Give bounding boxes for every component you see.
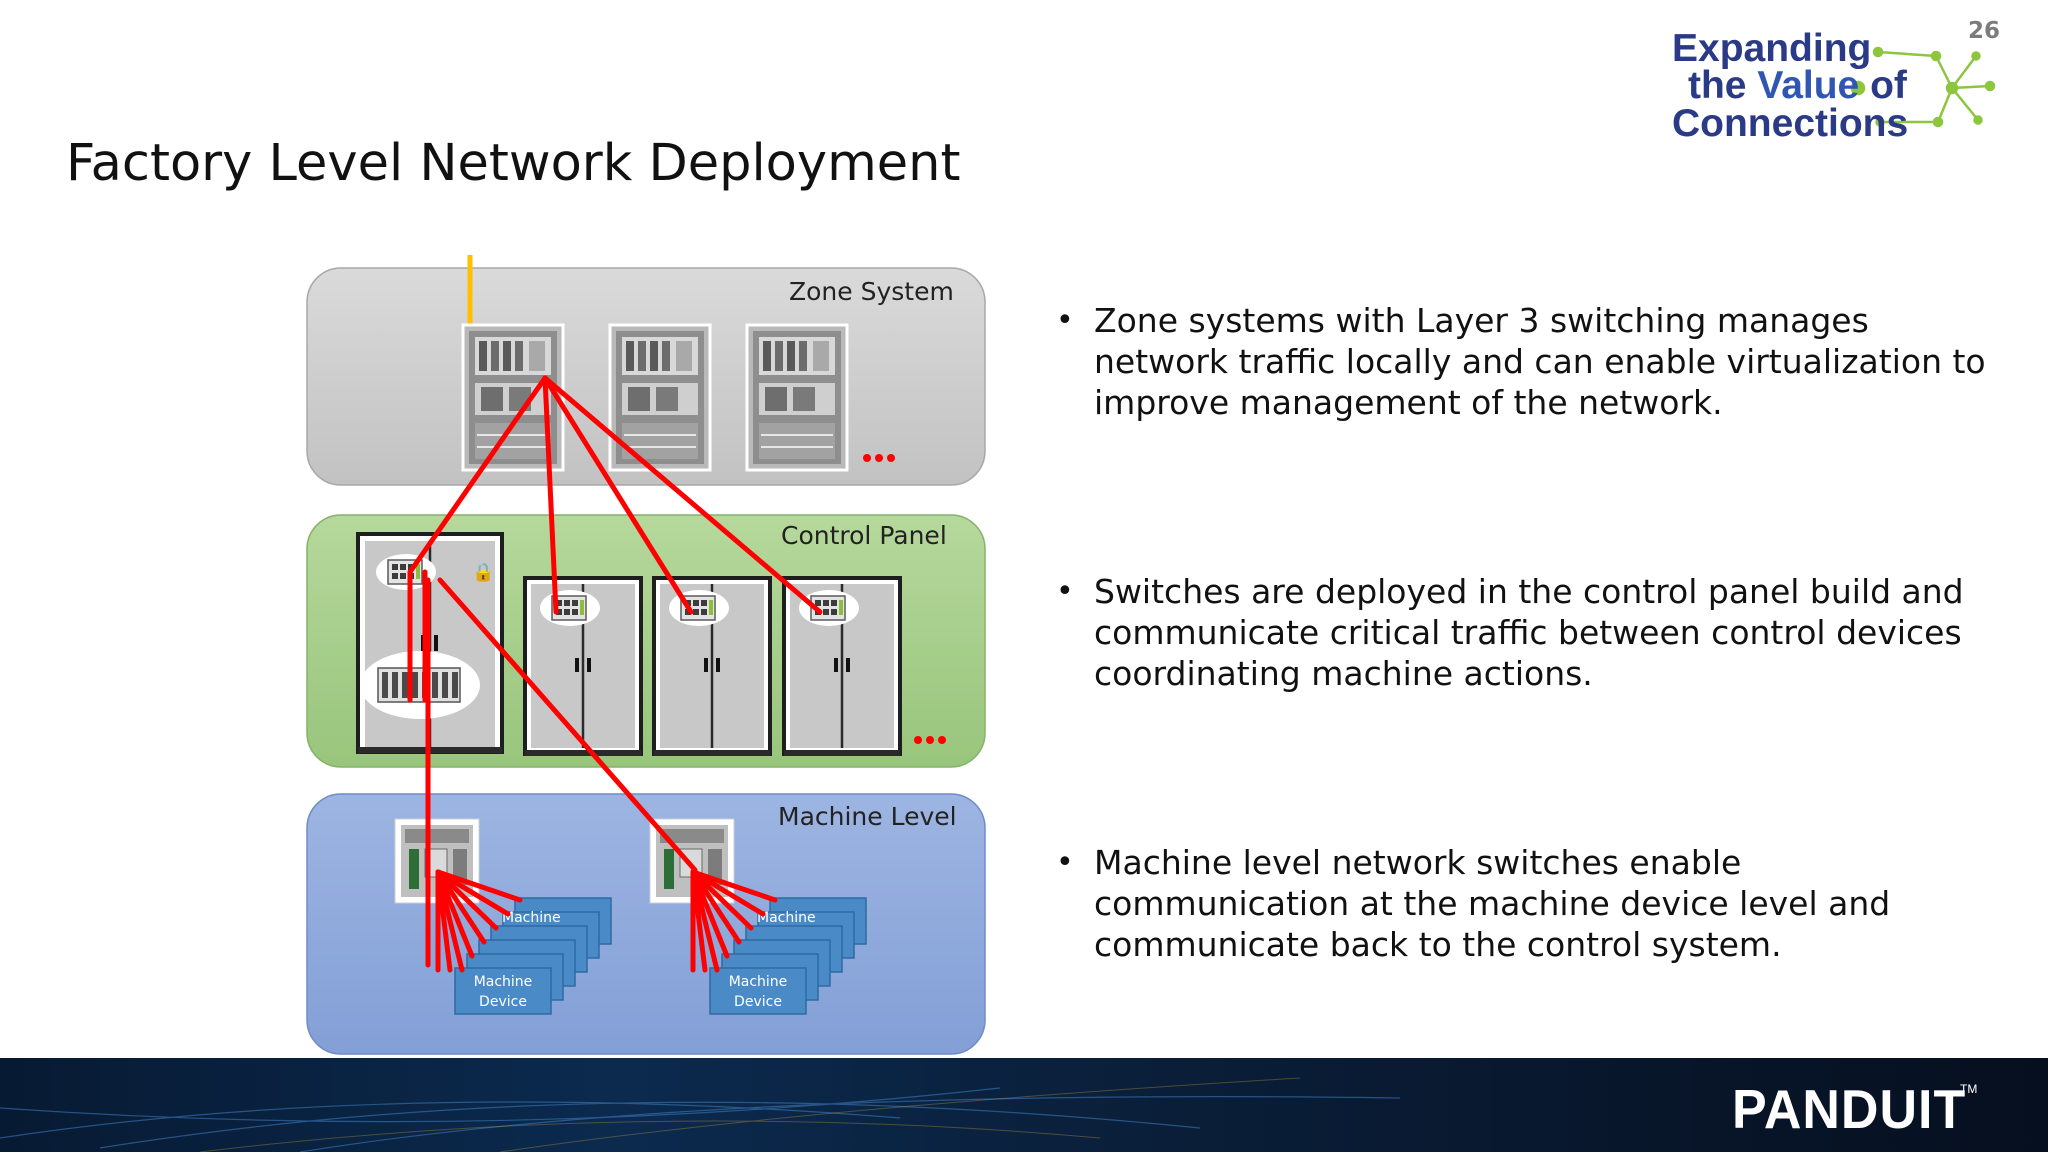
slide-number: 26: [1968, 18, 2001, 44]
cabinet-2-switch: [539, 589, 601, 627]
zone-enclosure-3: [745, 323, 849, 472]
svg-text:🔒: 🔒: [472, 562, 494, 583]
control-ellipsis: [914, 736, 946, 744]
panduit-trademark: TM: [1960, 1082, 1978, 1096]
page-title: Factory Level Network Deployment: [66, 134, 961, 193]
footer-light-streaks: [0, 1077, 1401, 1152]
device-stack-1-label-line2: Device: [479, 994, 527, 1010]
logo-line-value-post: of: [1859, 64, 1907, 107]
device-stack-2: Machine Machine Device: [709, 897, 867, 1015]
network-deployment-diagram: 🔒 Machine Machine D: [300, 250, 1000, 1060]
device-stack-2-hidden-label: Machine: [757, 910, 816, 926]
logo-network-graphic: [1850, 46, 1996, 128]
logo-line-value-pre: the: [1688, 64, 1758, 107]
zone-ellipsis: [863, 454, 895, 462]
panduit-logo: PANDUIT: [1732, 1079, 1967, 1141]
diagram-canvas: 🔒 Machine Machine D: [306, 255, 986, 1055]
logo-line-expanding: Expanding: [1672, 27, 1872, 70]
logo-line-connections: Connections: [1672, 102, 1909, 145]
device-stack-1-label-line1: Machine: [474, 974, 533, 990]
logo-line-value: the Value of: [1688, 66, 1907, 105]
cabinet-4-switch: [798, 589, 860, 627]
device-stack-2-label-line1: Machine: [729, 974, 788, 990]
main-control-cabinet: 🔒: [356, 532, 504, 754]
bullet-machine-level: Machine level network switches enable co…: [1052, 842, 1992, 965]
bullet-zone-system: Zone systems with Layer 3 switching mana…: [1052, 300, 1992, 423]
device-stack-2-label-line2: Device: [734, 994, 782, 1010]
logo-line-value-highlight: Value: [1757, 64, 1860, 107]
zone-system-label: Zone System: [789, 277, 954, 306]
expanding-value-connections-logo: Expanding the Value of Connections: [1660, 26, 2010, 156]
bullet-control-panel: Switches are deployed in the control pan…: [1052, 571, 1992, 694]
footer-banner: PANDUIT TM: [0, 1058, 2048, 1152]
device-stack-1-hidden-label: Machine: [502, 910, 561, 926]
machine-level-label: Machine Level: [778, 802, 957, 831]
network-links: [407, 375, 823, 973]
device-stack-1: Machine Machine Device: [454, 897, 612, 1015]
control-panel-label: Control Panel: [781, 521, 947, 550]
